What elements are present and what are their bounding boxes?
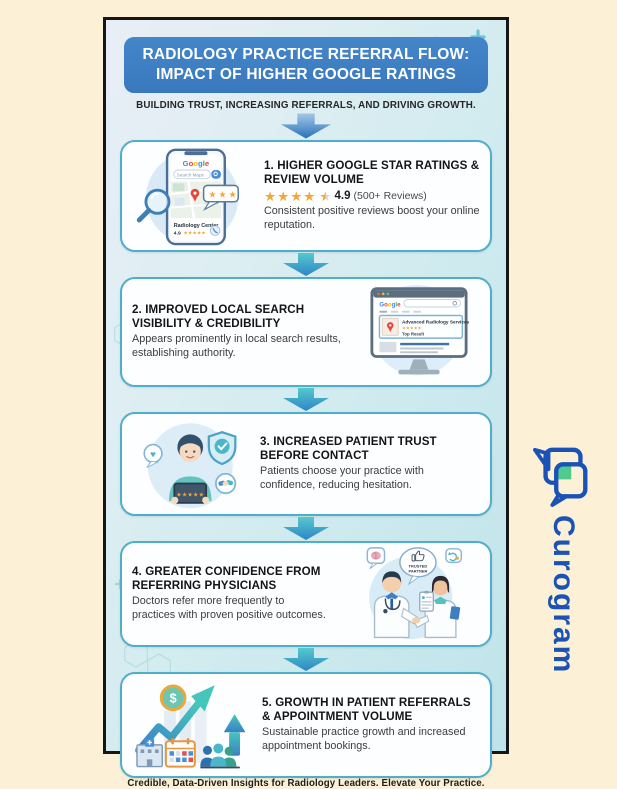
- result-title: Advanced Radiology Services: [402, 319, 470, 324]
- poster-title: RADIOLOGY PRACTICE REFERRAL FLOW: IMPACT…: [124, 37, 488, 93]
- result-badge: Top Result: [402, 331, 425, 336]
- step-card-5: $: [120, 671, 492, 778]
- step-card-2: Google Advanced Radiology Services ★★★★★…: [120, 276, 492, 387]
- step-2-title: 2. IMPROVED LOCAL SEARCH VISIBILITY & CR…: [132, 302, 305, 330]
- step-1-title: 1. HIGHER GOOGLE STAR RATINGS & REVIEW V…: [264, 158, 480, 186]
- flow-arrow-2: [106, 387, 506, 411]
- curogram-logo-icon: [532, 447, 588, 507]
- step-4-body: Doctors refer more frequently to practic…: [132, 595, 326, 622]
- listing-stars: ★★★★★: [183, 230, 206, 236]
- poster-footer-tagline: Credible, Data-Driven Insights for Radio…: [127, 777, 485, 789]
- flow-arrow-top: [106, 113, 506, 139]
- patient-trust-illustration: ♥ ★★★★★: [130, 418, 254, 510]
- growth-arrow-icon: [135, 684, 215, 754]
- svg-text:$: $: [170, 691, 177, 705]
- star-rating-icon: ★★★★: [264, 188, 317, 204]
- handshake-hands: [412, 616, 421, 624]
- flow-arrow-3: [106, 516, 506, 540]
- down-arrow-icon: [283, 647, 329, 671]
- step-card-4: TRUSTED PARTNER: [120, 540, 492, 647]
- folder-icon: [449, 605, 461, 620]
- curogram-brand: Curogram: [523, 443, 603, 674]
- flow-arrow-4: [106, 647, 506, 671]
- step-4-title: 4. GREATER CONFIDENCE FROM REFERRING PHY…: [132, 564, 321, 592]
- step-5-title: 5. GROWTH IN PATIENT REFERRALS & APPOINT…: [262, 695, 471, 723]
- step-2-body: Appears prominently in local search resu…: [132, 333, 341, 360]
- poster-title-line2: IMPACT OF HIGHER GOOGLE RATINGS: [155, 65, 457, 83]
- poster-subtitle: BUILDING TRUST, INCREASING REFERRALS, AN…: [136, 99, 476, 111]
- map-pin-icon: [190, 188, 200, 202]
- svg-text:PARTNER: PARTNER: [408, 568, 427, 573]
- growth-illustration: $: [130, 678, 256, 772]
- svg-text:TRUSTED: TRUSTED: [409, 563, 428, 568]
- step-1-body: Consistent positive reviews boost your o…: [264, 205, 480, 231]
- patient-with-tablet: ★★★★★: [169, 434, 212, 504]
- monitor-icon: Google Advanced Radiology Services ★★★★★…: [370, 286, 470, 375]
- rating-count: (500+ Reviews): [353, 190, 427, 203]
- listing-rating: 4.9: [174, 230, 181, 236]
- clipboard-icon: [419, 590, 434, 612]
- calendar-icon: [164, 737, 196, 768]
- google-logo: Google: [379, 301, 401, 308]
- phone-maps-illustration: Google Search Maps: [130, 146, 258, 246]
- doctor-male: [373, 571, 419, 638]
- handshake-icon: [215, 472, 237, 494]
- listing-name: Radiology Center: [174, 222, 219, 228]
- tablet-icon: [173, 482, 208, 504]
- down-arrow-icon: [283, 252, 329, 276]
- search-button-icon: [211, 169, 221, 179]
- people-group-icon: [200, 743, 240, 769]
- step-card-1: Google Search Maps: [120, 139, 492, 252]
- physicians-illustration: TRUSTED PARTNER: [334, 546, 482, 641]
- half-star-icon: ★: [319, 188, 332, 204]
- brain-bubble-icon: [366, 546, 386, 569]
- infographic-poster: RADIOLOGY PRACTICE REFERRAL FLOW: IMPACT…: [103, 17, 509, 789]
- desktop-search-illustration: Google Advanced Radiology Services ★★★★★…: [356, 283, 482, 381]
- hospital-icon: [136, 738, 163, 767]
- review-bubble-icon: ★★★: [202, 184, 239, 211]
- step-5-body: Sustainable practice growth and increase…: [262, 726, 466, 753]
- step-card-3: ♥ ★★★★★: [120, 411, 492, 516]
- tablet-stars: ★★★★★: [176, 491, 204, 498]
- result-stars: ★★★★★: [402, 325, 422, 330]
- down-arrow-icon: [283, 516, 329, 540]
- search-maps-field: Search Maps: [177, 172, 205, 177]
- magnifier-icon: [136, 188, 171, 223]
- svg-text:♥: ♥: [150, 449, 156, 460]
- step-3-title: 3. INCREASED PATIENT TRUST BEFORE CONTAC…: [260, 434, 437, 462]
- down-arrow-icon: [281, 113, 331, 139]
- step-3-body: Patients choose your practice with confi…: [260, 465, 424, 492]
- poster-title-line1: RADIOLOGY PRACTICE REFERRAL FLOW:: [142, 46, 470, 63]
- referral-bubble-icon: [445, 547, 463, 563]
- curogram-wordmark: Curogram: [547, 515, 580, 675]
- down-arrow-icon: [283, 387, 329, 411]
- top-search-result-card: Advanced Radiology Services ★★★★★ Top Re…: [378, 314, 470, 339]
- trusted-partner-badge: TRUSTED PARTNER: [399, 546, 437, 586]
- shield-check-icon: [207, 430, 237, 465]
- doctor-female: [413, 575, 461, 638]
- thumbs-up-icon: [411, 550, 425, 562]
- google-logo: Google: [183, 159, 210, 168]
- google-rating-row: ★★★★★ 4.9 (500+ Reviews): [264, 190, 480, 204]
- heart-bubble-icon: ♥: [143, 443, 163, 468]
- flow-arrow-1: [106, 252, 506, 276]
- svg-text:★★★: ★★★: [208, 189, 238, 199]
- rating-score: 4.9: [334, 190, 351, 203]
- dollar-coin-icon: $: [159, 684, 187, 711]
